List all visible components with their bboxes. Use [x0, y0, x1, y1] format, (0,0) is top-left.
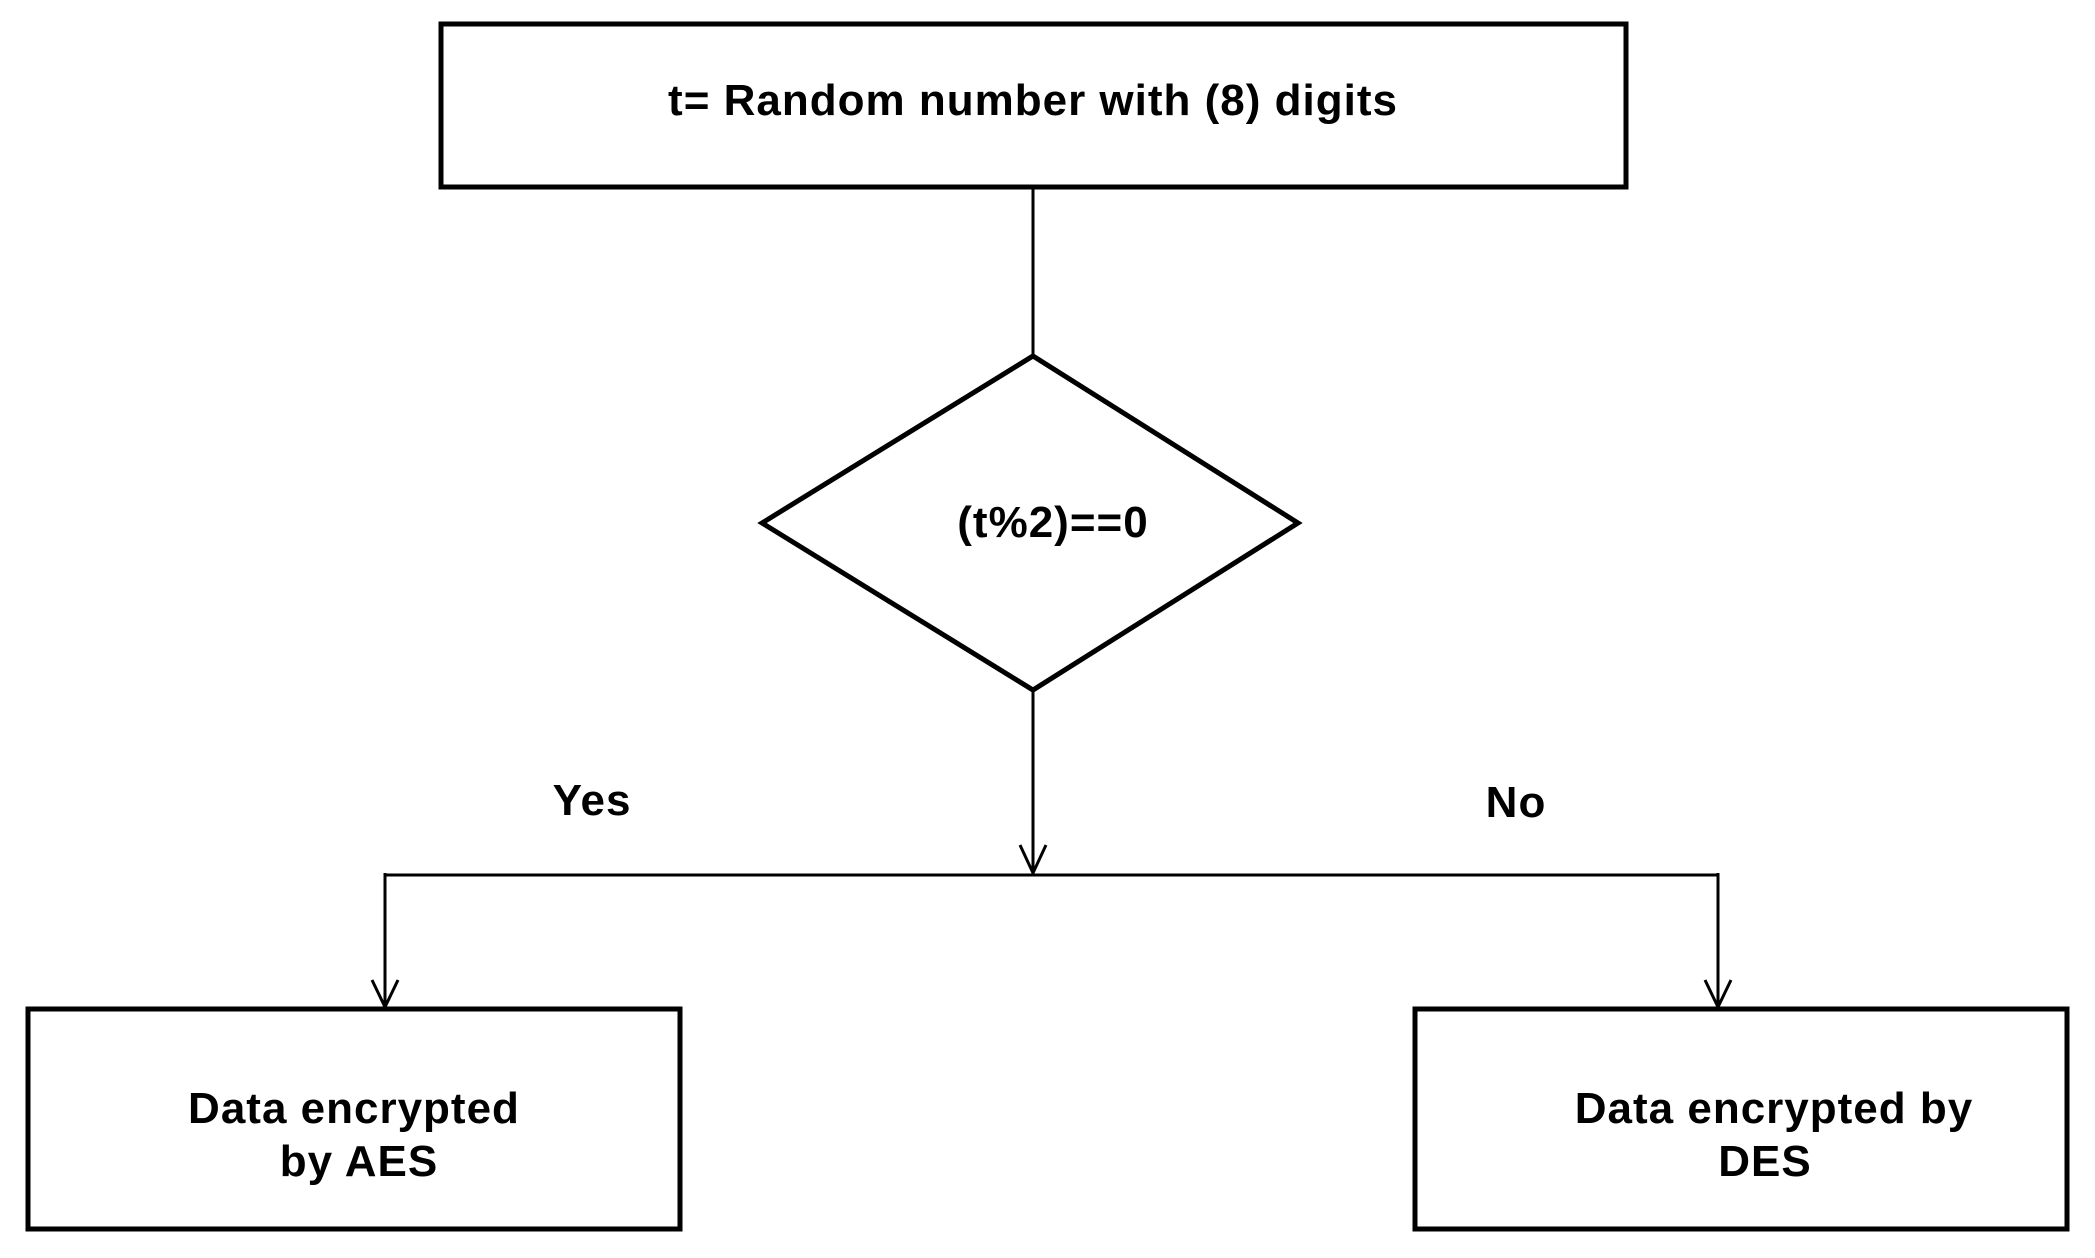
arrowhead-decision-down	[1018, 844, 1048, 877]
des-process-box: Data encrypted by DES	[1412, 1006, 2070, 1232]
des-label-line2: DES	[1718, 1137, 1811, 1186]
aes-label-line1: Data encrypted	[188, 1084, 520, 1133]
aes-process-rect	[25, 1006, 683, 1232]
aes-label-line2: by AES	[280, 1137, 438, 1186]
yes-branch-label: Yes	[553, 776, 632, 825]
no-branch-label: No	[1486, 778, 1547, 827]
start-process-label: t= Random number with (8) digits	[668, 76, 1398, 125]
start-process-rect	[438, 21, 1629, 190]
decision-node: (t%2)==0	[757, 353, 1303, 693]
des-process-rect	[1412, 1006, 2070, 1232]
aes-process-box: Data encrypted by AES	[25, 1006, 683, 1232]
start-process-box: t= Random number with (8) digits	[438, 21, 1629, 190]
decision-label: (t%2)==0	[957, 498, 1148, 547]
des-label-line1: Data encrypted by	[1575, 1084, 1973, 1133]
